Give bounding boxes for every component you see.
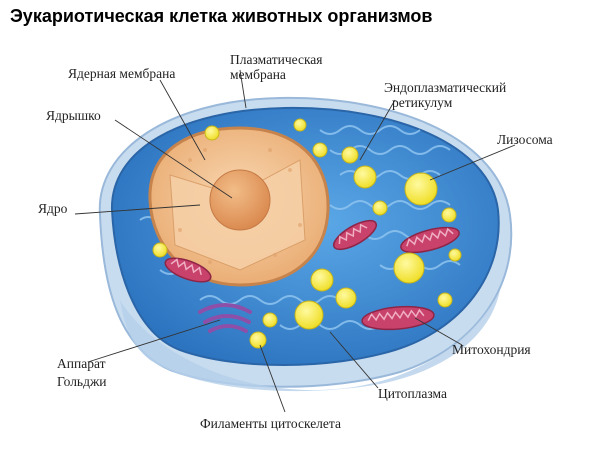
leader-cytoplasm bbox=[329, 331, 379, 389]
lysosome bbox=[294, 300, 324, 330]
lysosome bbox=[441, 207, 457, 223]
label-plasma-membrane: Плазматическая мембрана bbox=[230, 52, 323, 82]
label-nucleus: Ядро bbox=[38, 201, 68, 216]
lysosome bbox=[353, 165, 377, 189]
leader-nucleolus bbox=[114, 119, 233, 199]
nucleus bbox=[148, 126, 330, 287]
label-cytoplasm: Цитоплазма bbox=[378, 386, 447, 401]
lysosome bbox=[204, 125, 220, 141]
leader-golgi bbox=[87, 319, 221, 363]
leader-mitochondria bbox=[414, 317, 463, 346]
mitochondrion bbox=[361, 305, 435, 331]
leader-lysosome bbox=[429, 144, 516, 181]
label-nucleolus: Ядрышко bbox=[46, 108, 101, 123]
leader-nuclear-membrane bbox=[159, 79, 206, 161]
leader-cytoskeleton bbox=[259, 344, 286, 413]
lysosome bbox=[262, 312, 278, 328]
mitochondria-group bbox=[164, 219, 460, 331]
lysosome bbox=[152, 242, 168, 258]
label-cytoskeleton: Филаменты цитоскелета bbox=[200, 416, 341, 431]
lysosome bbox=[293, 118, 307, 132]
label-mitochondria: Митохондрия bbox=[452, 342, 531, 357]
mitochondrion bbox=[400, 226, 460, 254]
lysosome bbox=[249, 331, 267, 349]
label-nuclear-membrane: Ядерная мембрана bbox=[68, 66, 176, 81]
lysosome bbox=[393, 252, 425, 284]
lysosome bbox=[448, 248, 462, 262]
label-lysosome: Лизосома bbox=[497, 132, 553, 147]
golgi-apparatus bbox=[198, 303, 252, 333]
lysosome bbox=[312, 142, 328, 158]
leader-er bbox=[359, 99, 396, 161]
leader-lines bbox=[74, 69, 516, 413]
nucleolus bbox=[209, 169, 271, 231]
mitochondrion bbox=[332, 219, 378, 251]
lysosome bbox=[437, 292, 453, 308]
lysosomes bbox=[152, 118, 462, 349]
lysosome bbox=[341, 146, 359, 164]
label-er: Эндоплазматический ретикулум bbox=[384, 80, 507, 110]
lysosome bbox=[335, 287, 357, 309]
page-title: Эукариотическая клетка животных организм… bbox=[10, 6, 433, 26]
leader-nucleus bbox=[74, 204, 201, 215]
lysosome bbox=[310, 268, 334, 292]
mitochondrion bbox=[164, 257, 212, 283]
lysosome bbox=[372, 200, 388, 216]
label-golgi: Аппарат Гольджи bbox=[57, 356, 107, 389]
leader-plasma-membrane bbox=[239, 69, 247, 109]
lysosome bbox=[404, 172, 438, 206]
